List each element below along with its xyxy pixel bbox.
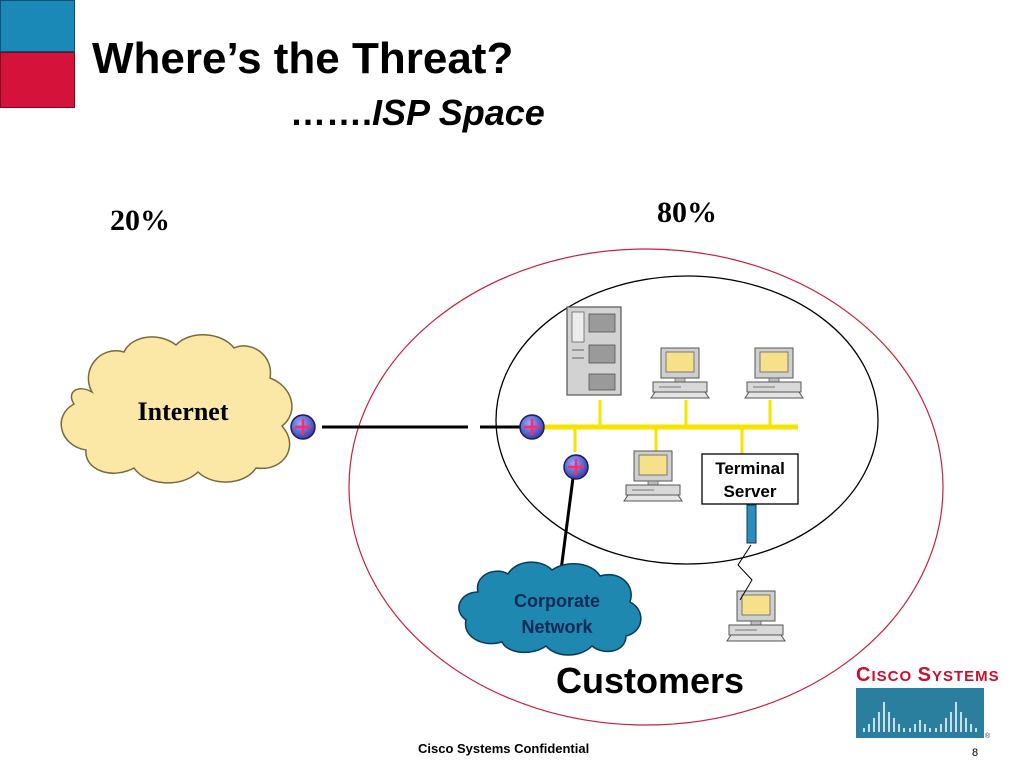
modem-connector [746,504,757,544]
terminal-server-label-2: Server [724,482,777,501]
subtitle-emphasis: ISP Space [372,92,545,133]
pc-icon [650,347,710,399]
internet-label: Internet [138,397,229,426]
customers-label: Customers [556,660,745,701]
terminal-server-box [701,453,799,505]
footer-confidential: Cisco Systems Confidential [418,741,590,756]
subtitle-prefix: ……. [290,92,373,133]
dialup-link [737,544,753,601]
corporate-network-cloud [458,561,642,656]
terminal-server-label-1: Terminal [715,459,785,478]
registered-mark: ® [985,732,991,740]
corner-block-blue [0,0,75,52]
server-tower-icon [566,306,622,396]
isp-core-boundary [495,275,879,565]
cisco-logo-text: CISCO SYSTEMS [856,664,1000,686]
customers-boundary [348,248,944,726]
lan-bus [540,400,798,455]
internet-cloud [60,334,293,484]
router-icon [563,454,589,480]
slide-title: Where’s the Threat? [92,34,514,83]
router-icon [519,414,545,440]
router-icon [290,414,316,440]
corporate-label-1: Corporate [514,591,600,611]
percent-left-label: 20% [110,204,170,237]
percent-right-label: 80% [657,196,717,229]
corporate-link [558,477,575,579]
corner-block-red [0,52,75,108]
pc-icon [623,450,683,502]
slide-subtitle: …….ISP Space [290,92,545,134]
pc-icon [744,347,804,399]
corporate-label-2: Network [521,617,593,637]
cisco-logo-bars-icon [856,688,984,738]
page-number: 8 [972,747,979,759]
pc-icon [726,590,786,642]
